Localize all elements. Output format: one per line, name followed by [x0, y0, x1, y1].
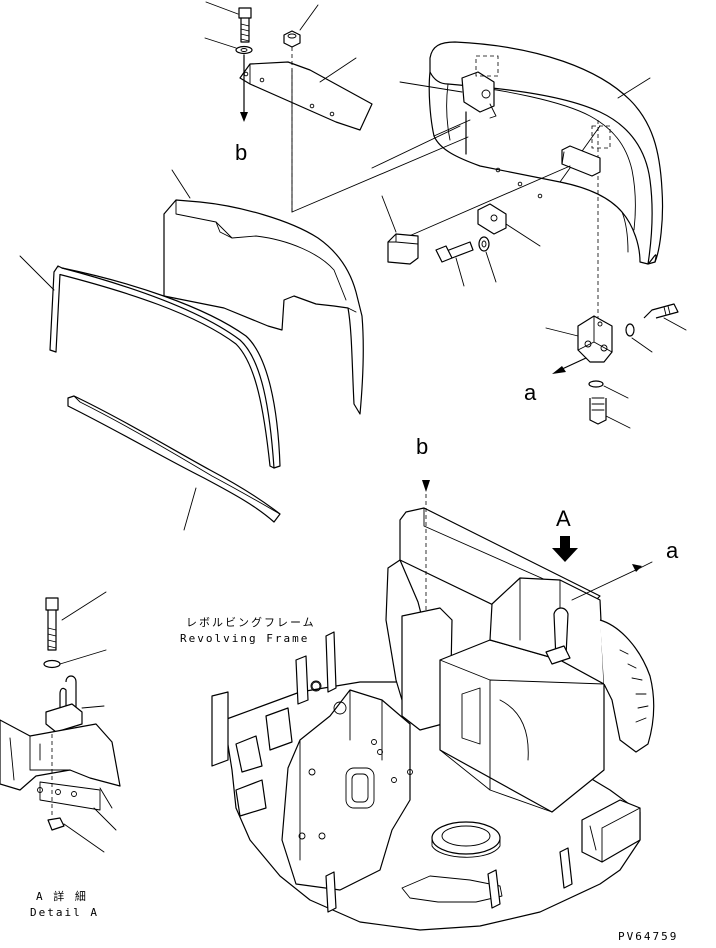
bracket-plate [239, 57, 373, 131]
revolving-frame [211, 480, 655, 931]
washer-top-left [204, 37, 253, 55]
label-b-mid: b [416, 434, 429, 459]
rubber-seal-long [19, 255, 281, 469]
label-a-left: a [524, 380, 537, 405]
nut-top [283, 4, 319, 48]
rubber-stopper [381, 195, 419, 265]
label-drawing-number: PV64759 [618, 930, 679, 943]
bolt-top-left [205, 1, 252, 43]
label-revolving-frame-en: Revolving Frame [180, 632, 310, 645]
hood-hinge-bracket [371, 125, 611, 241]
bolt-right-horizontal [625, 303, 687, 353]
label-view-a: A [556, 506, 571, 531]
washer-and-bolt-lower [588, 380, 631, 429]
hood-latch-top [399, 55, 499, 119]
hood-cover [428, 41, 664, 320]
detail-a-u-bracket [45, 675, 105, 733]
label-a-right: a [666, 538, 679, 563]
hinge-lower-right [545, 315, 613, 374]
bolt-horizontal-mid [435, 236, 497, 287]
leader-lines-top [240, 47, 469, 213]
detail-a-frame [0, 719, 121, 853]
view-arrow-a [552, 536, 578, 562]
inner-cover-panel [163, 169, 364, 415]
label-b-top: b [235, 140, 248, 165]
label-detail-en: Detail A [30, 906, 99, 919]
label-detail-jp: A 詳 細 [36, 890, 88, 903]
rubber-seal-strip [67, 395, 281, 531]
detail-a-bolt [43, 591, 107, 669]
label-revolving-frame-jp: レボルビングフレーム [186, 616, 316, 629]
latch-small [477, 203, 541, 247]
